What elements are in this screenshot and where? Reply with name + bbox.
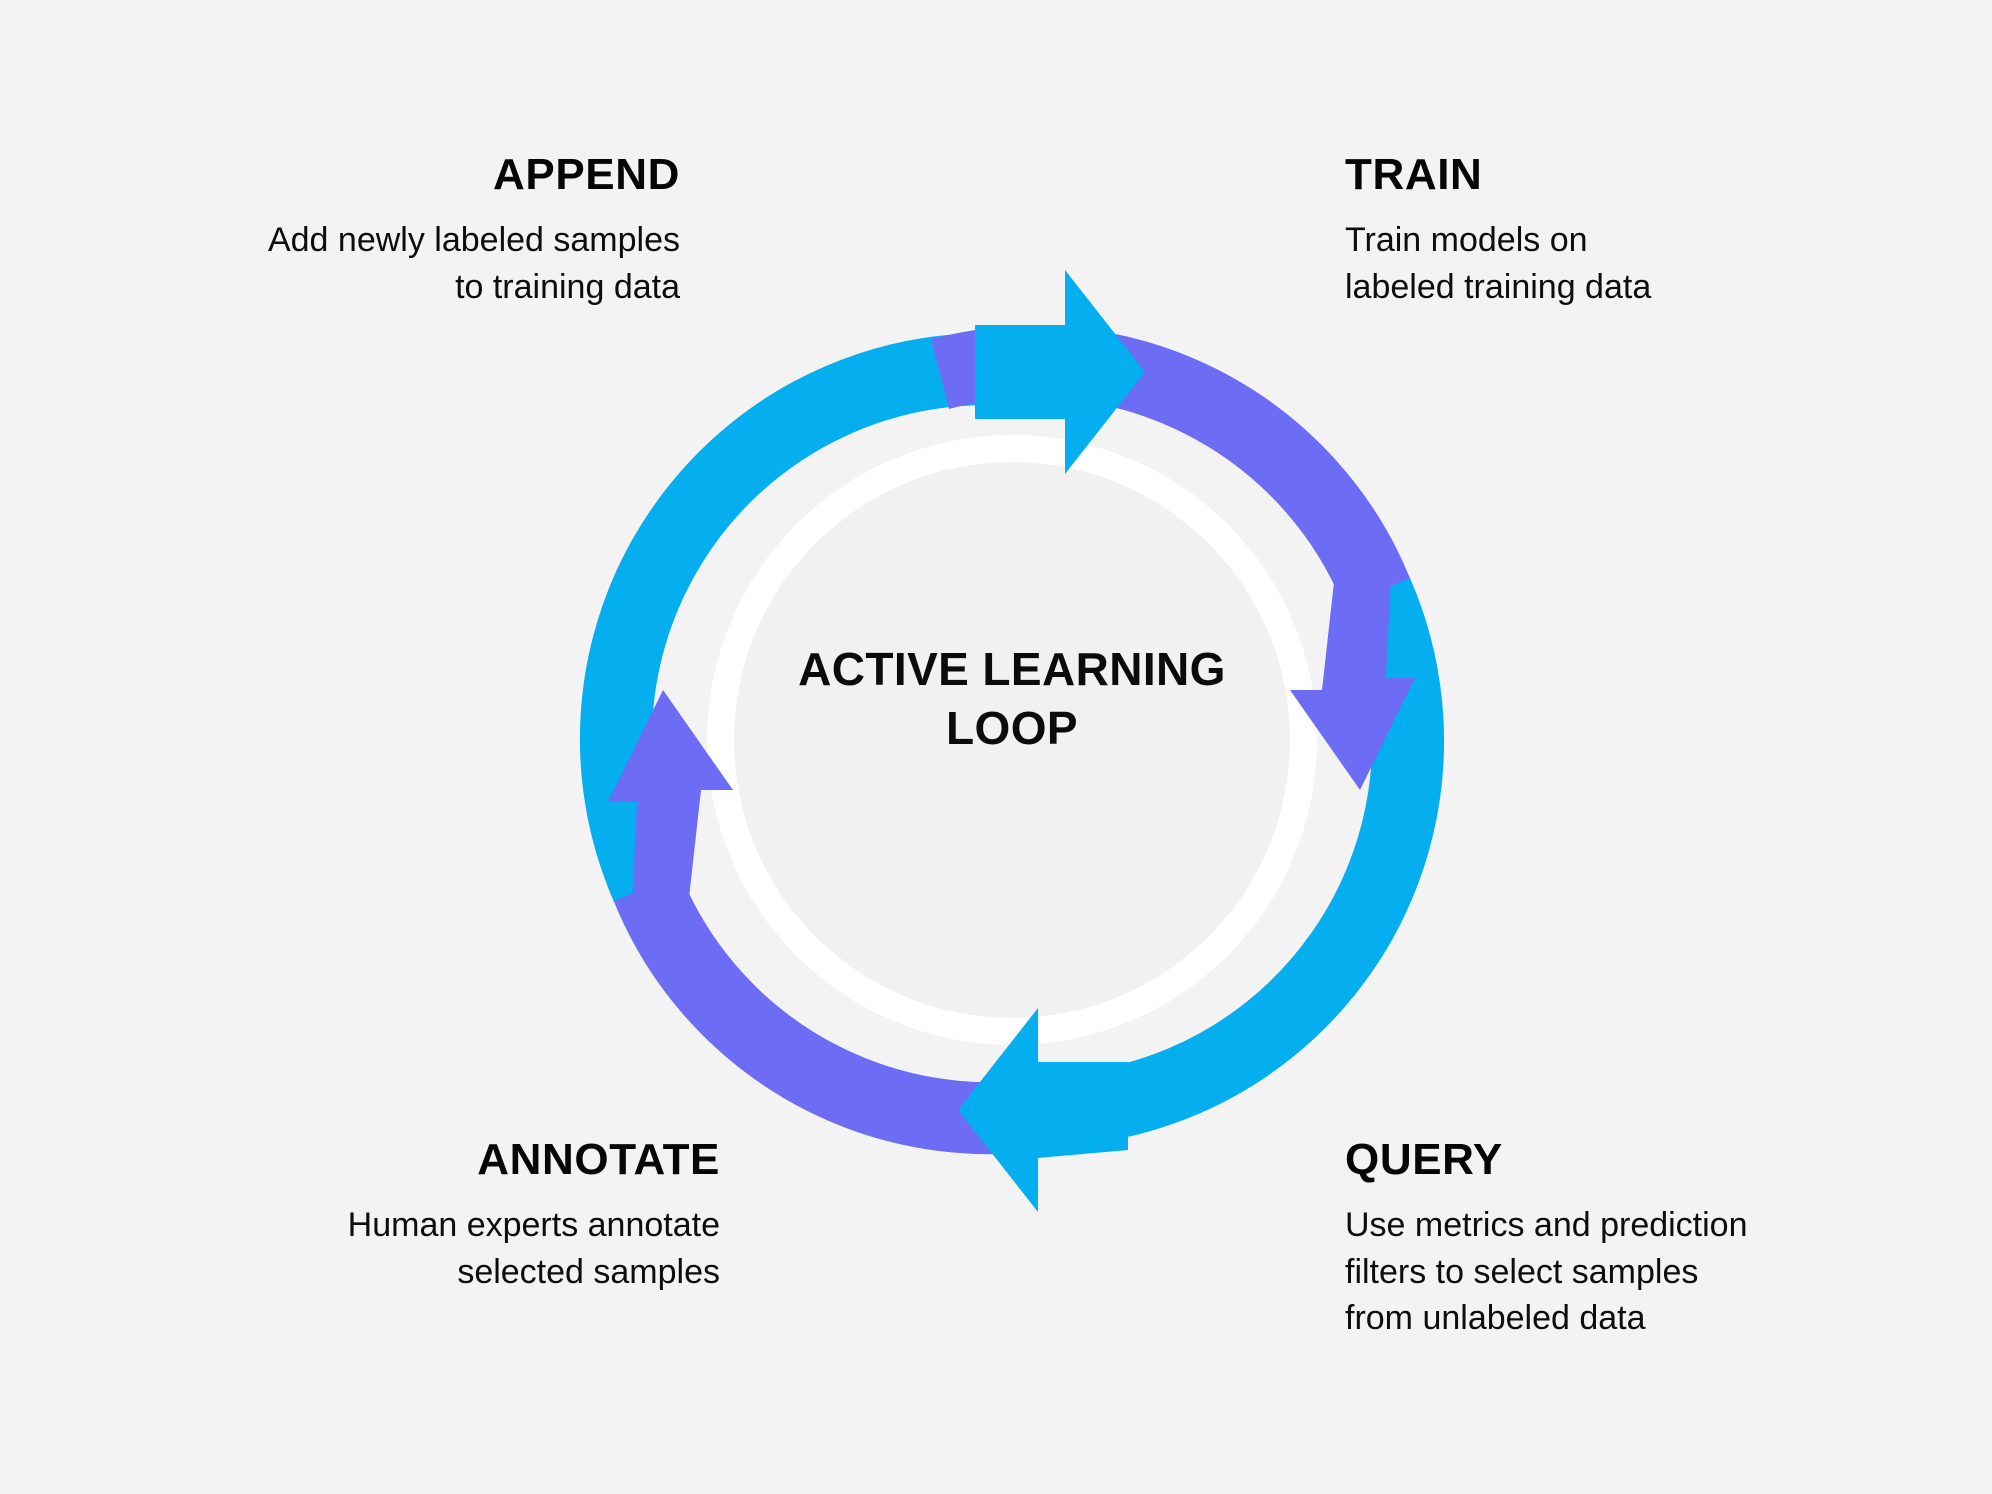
- arrowhead-left-up-purple: [608, 690, 733, 925]
- stage-annotate-description: Human experts annotate selected samples: [160, 1202, 720, 1295]
- inner-disc: [734, 462, 1290, 1018]
- stage-query-desc-line-2: filters to select samples: [1345, 1252, 1699, 1291]
- stage-append-description: Add newly labeled samples to training da…: [120, 217, 680, 310]
- stage-query-description: Use metrics and prediction filters to se…: [1345, 1202, 1905, 1342]
- stage-append-desc-line-2: to training data: [455, 267, 680, 306]
- stage-append-title: APPEND: [493, 150, 680, 199]
- stage-query-desc-line-3: from unlabeled data: [1345, 1299, 1646, 1338]
- stage-train-title: TRAIN: [1345, 150, 1483, 199]
- stage-train-description: Train models on labeled training data: [1345, 217, 1905, 310]
- center-label-line-1: ACTIVE LEARNING: [798, 643, 1226, 695]
- center-label-line-2: LOOP: [946, 701, 1078, 754]
- stage-query-title: QUERY: [1345, 1135, 1503, 1184]
- stage-append-desc-line-1: Add newly labeled samples: [267, 221, 680, 260]
- stage-annotate-desc-line-2: selected samples: [457, 1252, 720, 1291]
- arc-append-to-train: [579, 333, 1015, 902]
- arrowhead-right-down-purple: [1290, 555, 1415, 790]
- stage-annotate: ANNOTATE Human experts annotate selected…: [160, 1135, 720, 1295]
- center-loop-label: ACTIVE LEARNING LOOP: [712, 640, 1312, 758]
- stage-append: APPEND Add newly labeled samples to trai…: [120, 150, 680, 310]
- stage-train-desc-line-1: Train models on: [1345, 221, 1588, 260]
- arrowhead-bottom-left-cyan: [958, 1008, 1128, 1212]
- stage-train-desc-line-2: labeled training data: [1345, 267, 1652, 306]
- stage-query-desc-line-1: Use metrics and prediction: [1345, 1206, 1748, 1245]
- stage-query: QUERY Use metrics and prediction filters…: [1345, 1135, 1905, 1342]
- stage-train: TRAIN Train models on labeled training d…: [1345, 150, 1905, 310]
- stage-annotate-title: ANNOTATE: [477, 1135, 720, 1184]
- stage-annotate-desc-line-1: Human experts annotate: [347, 1206, 720, 1245]
- arrowhead-top-right-cyan: [975, 270, 1145, 474]
